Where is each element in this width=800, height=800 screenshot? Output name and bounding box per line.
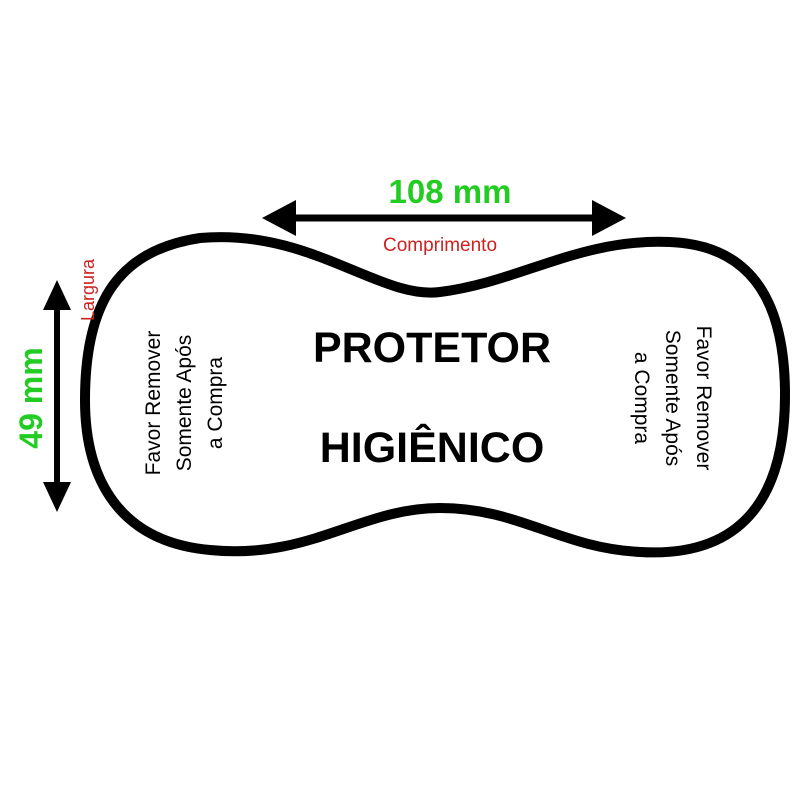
notice-right-line3: a Compra <box>630 352 653 445</box>
notice-left-line1: Favor Remover <box>142 331 165 476</box>
arrowhead-bottom <box>43 482 71 512</box>
width-arrow <box>43 280 71 512</box>
arrowhead-left <box>262 200 296 236</box>
width-label: Largura <box>78 258 98 321</box>
notice-left-line2: Somente Após <box>173 335 196 472</box>
notice-right: Favor Remover Somente Após a Compra <box>630 326 715 471</box>
length-label: Comprimento <box>383 235 497 256</box>
notice-left-line3: a Compra <box>204 357 227 450</box>
notice-left: Favor Remover Somente Após a Compra <box>142 331 227 476</box>
product-title-line1: PROTETOR <box>313 324 551 372</box>
length-arrow <box>262 200 626 236</box>
notice-right-line2: Somente Após <box>661 330 684 467</box>
pad-outline <box>80 232 790 558</box>
product-title-line2: HIGIÊNICO <box>320 423 545 472</box>
arrowhead-top <box>43 280 71 310</box>
width-value: 49 mm <box>13 347 49 448</box>
arrowhead-right <box>592 200 626 236</box>
length-value: 108 mm <box>389 173 512 210</box>
notice-right-line1: Favor Remover <box>692 326 715 471</box>
